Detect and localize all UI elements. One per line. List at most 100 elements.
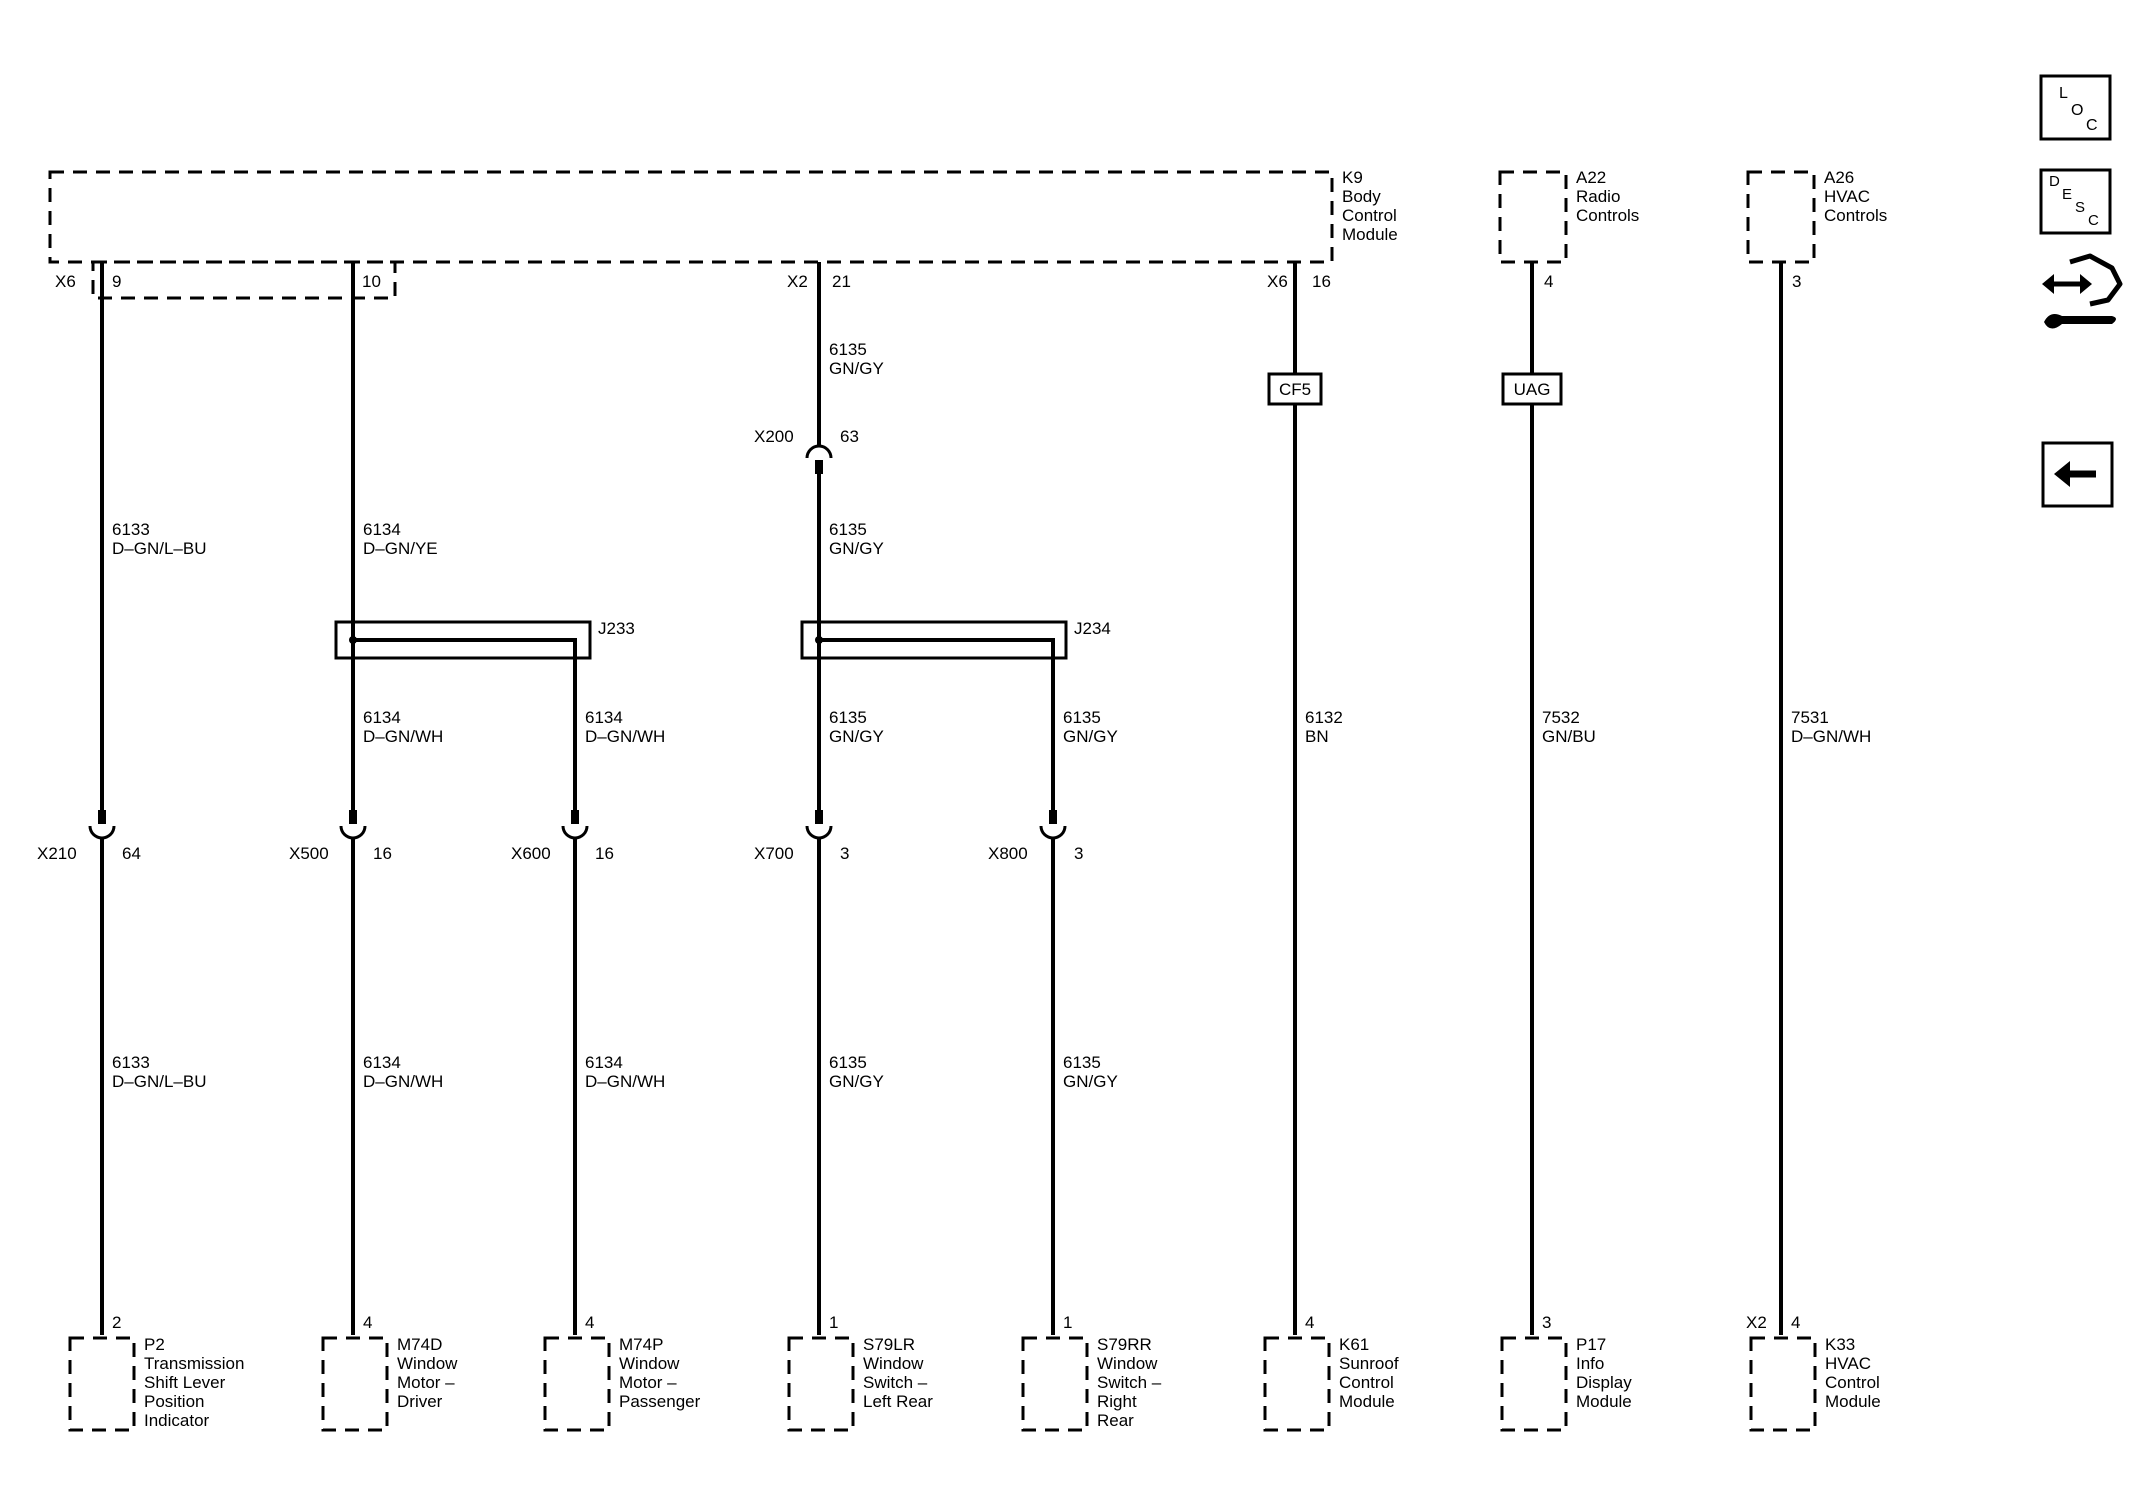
module-k9-line1: Body [1342, 187, 1381, 206]
component-k61-line2: Control [1339, 1373, 1394, 1392]
component-m74d[interactable]: 4 M74D Window Motor – Driver [321, 1313, 458, 1432]
connector-x200-ref: X200 [754, 427, 794, 446]
component-m74p-line1: Window [619, 1354, 680, 1373]
connector-x500-pin: 16 [373, 844, 392, 863]
inline-label-cf5-text: CF5 [1279, 380, 1311, 399]
wire-6134-mid-color: D–GN/WH [363, 727, 443, 746]
connector-x600: X600 16 [511, 810, 614, 863]
component-k33-line3: Module [1825, 1392, 1881, 1411]
module-a26[interactable]: A26 HVAC Controls [1746, 168, 1887, 264]
connector-x210-pin: 64 [122, 844, 141, 863]
component-p2-pin: 2 [112, 1313, 121, 1332]
k9-pin-9: 9 [112, 272, 121, 291]
component-k33-conn: X2 [1746, 1313, 1767, 1332]
component-k61[interactable]: 4 K61 Sunroof Control Module [1263, 1313, 1399, 1432]
back-arrow-icon [2054, 461, 2096, 487]
wire-6135-upper-circuit: 6135 [829, 520, 867, 539]
desc-button-c: C [2088, 212, 2099, 229]
connector-x700: X700 3 [754, 810, 849, 863]
component-k61-line1: Sunroof [1339, 1354, 1399, 1373]
module-k9-ref: K9 [1342, 168, 1363, 187]
desc-button-e: E [2062, 186, 2072, 203]
component-s79rr-line1: Window [1097, 1354, 1158, 1373]
component-p17-ref: P17 [1576, 1335, 1606, 1354]
wire-6135-right [819, 638, 1055, 1335]
wire-7531-color: D–GN/WH [1791, 727, 1871, 746]
component-k33-pin: 4 [1791, 1313, 1800, 1332]
connector-x210-ref: X210 [37, 844, 77, 863]
connector-x500-ref: X500 [289, 844, 329, 863]
component-p17-line3: Module [1576, 1392, 1632, 1411]
wire-6135-mid-circuit: 6135 [829, 708, 867, 727]
wire-6135r-low-color: GN/GY [1063, 1072, 1118, 1091]
component-m74p-line3: Passenger [619, 1392, 701, 1411]
module-a22[interactable]: A22 Radio Controls [1498, 168, 1639, 264]
loc-button-l: L [2059, 85, 2068, 102]
k9-pin-10: 10 [362, 272, 381, 291]
wire-7532-color: GN/BU [1542, 727, 1596, 746]
component-m74p-pin: 4 [585, 1313, 594, 1332]
connector-x500: X500 16 [289, 810, 392, 863]
component-p17-line1: Info [1576, 1354, 1604, 1373]
component-k61-ref: K61 [1339, 1335, 1369, 1354]
component-m74d-line1: Window [397, 1354, 458, 1373]
k9-pin-16: 16 [1312, 272, 1331, 291]
wire-6134p-mid-circuit: 6134 [585, 708, 623, 727]
component-k33-line2: Control [1825, 1373, 1880, 1392]
a22-pin: 4 [1544, 272, 1553, 291]
component-m74p[interactable]: 4 M74P Window Motor – Passenger [543, 1313, 701, 1432]
loc-button[interactable]: L O C [2039, 74, 2112, 141]
connector-hand-icon[interactable] [2042, 253, 2123, 329]
component-s79lr-pin: 1 [829, 1313, 838, 1332]
wire-6134-top-circuit: 6134 [363, 520, 401, 539]
splice-j234-label: J234 [1074, 619, 1111, 638]
module-a22-line2: Controls [1576, 206, 1639, 225]
k9-x6b-label: X6 [1267, 272, 1288, 291]
component-m74d-line2: Motor – [397, 1373, 455, 1392]
component-p2[interactable]: 2 P2 Transmission Shift Lever Position I… [68, 1313, 244, 1432]
component-s79lr-ref: S79LR [863, 1335, 915, 1354]
loc-button-c: C [2086, 117, 2098, 134]
wire-6135r-low-circuit: 6135 [1063, 1053, 1101, 1072]
component-m74d-pin: 4 [363, 1313, 372, 1332]
connector-x700-ref: X700 [754, 844, 794, 863]
component-p17[interactable]: 3 P17 Info Display Module [1500, 1313, 1632, 1432]
component-k33-ref: K33 [1825, 1335, 1855, 1354]
connector-x600-pin: 16 [595, 844, 614, 863]
component-s79lr[interactable]: 1 S79LR Window Switch – Left Rear [787, 1313, 933, 1432]
component-s79rr-ref: S79RR [1097, 1335, 1152, 1354]
component-s79lr-line2: Switch – [863, 1373, 928, 1392]
component-s79rr-line3: Right [1097, 1392, 1137, 1411]
connector-x700-pin: 3 [840, 844, 849, 863]
component-m74p-line2: Motor – [619, 1373, 677, 1392]
a26-pin: 3 [1792, 272, 1801, 291]
wire-7531-circuit: 7531 [1791, 708, 1829, 727]
wire-6135-mid-color: GN/GY [829, 727, 884, 746]
module-a26-ref: A26 [1824, 168, 1854, 187]
connector-x200: X200 63 [754, 427, 859, 474]
wire-6133-lower-circuit: 6133 [112, 1053, 150, 1072]
component-p2-line2: Shift Lever [144, 1373, 226, 1392]
wire-6135-low-color: GN/GY [829, 1072, 884, 1091]
component-s79rr-line4: Rear [1097, 1411, 1134, 1430]
connector-x210: X210 64 [37, 810, 141, 863]
k9-pin-21: 21 [832, 272, 851, 291]
desc-button[interactable]: D E S C [2039, 168, 2112, 235]
back-arrow-button[interactable] [2041, 441, 2114, 508]
splice-j233: J233 [334, 619, 635, 660]
connector-x800-pin: 3 [1074, 844, 1083, 863]
component-p17-pin: 3 [1542, 1313, 1551, 1332]
wire-6132-color: BN [1305, 727, 1329, 746]
connector-x800: X800 3 [988, 810, 1083, 863]
component-p2-ref: P2 [144, 1335, 165, 1354]
k9-x6-label: X6 [55, 272, 76, 291]
wire-6133-upper-color: D–GN/L–BU [112, 539, 206, 558]
module-k9[interactable]: K9 Body Control Module [48, 168, 1398, 264]
module-k9-line2: Control [1342, 206, 1397, 225]
component-k61-pin: 4 [1305, 1313, 1314, 1332]
component-s79rr[interactable]: 1 S79RR Window Switch – Right Rear [1021, 1313, 1162, 1432]
component-m74d-ref: M74D [397, 1335, 442, 1354]
component-k33[interactable]: X2 4 K33 HVAC Control Module [1746, 1313, 1881, 1432]
wire-6132-circuit: 6132 [1305, 708, 1343, 727]
module-a26-line1: HVAC [1824, 187, 1870, 206]
